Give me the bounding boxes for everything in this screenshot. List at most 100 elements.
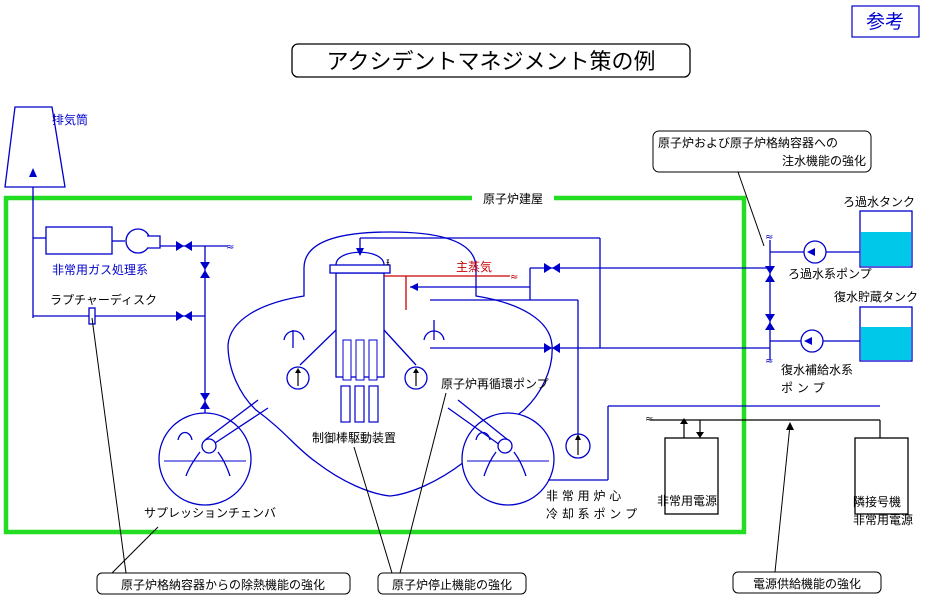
fuel-assembly-2 bbox=[355, 339, 365, 381]
rpv-injection-arrow bbox=[410, 283, 418, 291]
crd-label: 制御棒駆動装置 bbox=[312, 430, 396, 445]
filtered-pump-label: ろ過水系ポンプ bbox=[788, 267, 872, 281]
callout-heat-removal: 原子炉格納容器からの除熱機能の強化 bbox=[121, 577, 325, 592]
rpv-top-arrow bbox=[356, 248, 364, 256]
adjacent-power-label-1: 隣接号機 bbox=[853, 494, 901, 509]
condensate-tank-label: 復水貯蔵タンク bbox=[834, 289, 918, 304]
condensate-water-level bbox=[861, 327, 911, 360]
callout-power-leader bbox=[774, 424, 791, 573]
fuel-assembly-3 bbox=[368, 339, 378, 381]
power-break-mark: ≈ bbox=[645, 414, 653, 425]
adjacent-unit-power-box bbox=[854, 437, 909, 515]
power-arrow-1 bbox=[680, 418, 688, 424]
gas-valve-icon-b bbox=[184, 241, 192, 251]
vent-tube-left bbox=[211, 407, 269, 446]
reference-badge: 参考 bbox=[866, 11, 904, 33]
gas-treatment-label: 非常用ガス処理系 bbox=[52, 263, 148, 277]
gas-treatment-unit bbox=[45, 226, 113, 255]
power-arrow-2 bbox=[696, 432, 704, 438]
vent-valve-2-icon-b bbox=[200, 401, 210, 409]
makeup-pump-label-2: ポ ン プ bbox=[781, 381, 825, 395]
callout-shutdown: 原子炉停止機能の強化 bbox=[392, 577, 512, 592]
downcomer-right bbox=[483, 451, 527, 477]
drywell-spray-left bbox=[283, 330, 305, 341]
reactor-building-label: 原子炉建屋 bbox=[483, 192, 543, 206]
control-rod-drive-1 bbox=[340, 385, 351, 423]
eccs-pump-arrow-head bbox=[575, 434, 581, 440]
callout-heat-removal-leader-2 bbox=[111, 526, 159, 574]
callout-injection-leader bbox=[737, 171, 765, 247]
supply-valve-1-b bbox=[765, 274, 775, 282]
callout-heat-removal-box bbox=[96, 572, 351, 595]
makeup-pump-arrow bbox=[804, 337, 812, 345]
suppression-chamber-right bbox=[461, 412, 555, 506]
callout-power: 電源供給機能の強化 bbox=[753, 576, 861, 591]
rupture-valve-icon bbox=[176, 311, 184, 321]
reactor-building-boundary bbox=[3, 195, 747, 535]
callout-injection-line1: 原子炉および原子炉格納容器への bbox=[658, 135, 838, 150]
exhaust-stack bbox=[4, 106, 66, 188]
reference-badge-box bbox=[851, 5, 920, 38]
spray-left bbox=[177, 431, 193, 441]
callout-heat-removal-leader-1 bbox=[91, 317, 127, 574]
vent-header-left bbox=[201, 438, 217, 454]
page-title: アクシデントマネジメント策の例 bbox=[327, 50, 656, 75]
injection-valve-lower bbox=[544, 343, 552, 353]
spray-right bbox=[475, 431, 491, 441]
eccs-pump-label-1: 非 常 用 炉 心 bbox=[546, 489, 621, 503]
recirc-pipe-left bbox=[299, 329, 337, 366]
external-supply-break-top: ≈ bbox=[765, 232, 773, 243]
gas-valve-icon bbox=[176, 241, 184, 251]
eccs-pump-label-2: 冷 却 系 ポ ン プ bbox=[546, 507, 637, 521]
callout-power-box bbox=[732, 571, 882, 594]
external-supply-break-bottom: ≈ bbox=[765, 356, 773, 367]
vent-header-right bbox=[497, 438, 513, 454]
injection-valve-lower-b bbox=[552, 343, 560, 353]
supply-valve-2 bbox=[765, 314, 775, 322]
vent-valve-1-icon bbox=[200, 262, 210, 270]
injection-valve-upper bbox=[544, 263, 552, 273]
recirc-pipe-right bbox=[383, 329, 417, 366]
vent-tube-right-b bbox=[457, 399, 509, 441]
callout-shutdown-box bbox=[377, 572, 527, 595]
title-box bbox=[291, 43, 691, 78]
vent-tube-left-b bbox=[204, 399, 259, 441]
recirc-pump-right-head bbox=[413, 368, 419, 373]
emergency-power-box bbox=[664, 437, 719, 515]
gas-fan-outlet bbox=[147, 235, 161, 249]
callout-shutdown-leader-2 bbox=[399, 392, 447, 574]
callout-shutdown-leader-1 bbox=[353, 446, 393, 574]
main-steam-break-mark: ≈ bbox=[510, 272, 518, 283]
suppression-chamber-left bbox=[158, 412, 252, 506]
makeup-pump-label-1: 復水補給水系 bbox=[781, 362, 853, 377]
callout-injection-box bbox=[652, 130, 872, 173]
emergency-power-label: 非常用電源 bbox=[657, 494, 717, 508]
srv-mark: ᵻ bbox=[386, 257, 390, 268]
rpv-flange bbox=[329, 264, 391, 274]
downcomer-left bbox=[185, 451, 231, 477]
recirc-pump-label: 原子炉再循環ポンプ bbox=[441, 377, 549, 391]
rupture-disk-label: ラプチャーディスク bbox=[50, 292, 157, 307]
filtered-tank-label: ろ過水タンク bbox=[843, 195, 915, 209]
supply-valve-1 bbox=[765, 266, 775, 274]
adjacent-power-label-2: 非常用電源 bbox=[853, 513, 913, 527]
callout-injection-line2: 注水機能の強化 bbox=[782, 153, 866, 168]
supply-valve-2-b bbox=[765, 322, 775, 330]
gas-break-mark: ≈ bbox=[226, 242, 234, 253]
rupture-disk-icon bbox=[88, 307, 96, 325]
reactor-building-label-bg bbox=[472, 190, 554, 206]
vent-valve-1-icon-b bbox=[200, 270, 210, 278]
recirc-pump-left-head bbox=[295, 368, 301, 373]
control-rod-drive-3 bbox=[368, 385, 379, 423]
fuel-assembly-1 bbox=[342, 339, 352, 381]
injection-valve-upper-b bbox=[552, 263, 560, 273]
stack-label: 排気筒 bbox=[52, 112, 88, 127]
main-steam-label: 主蒸気 bbox=[456, 259, 492, 274]
callout-power-arrow bbox=[786, 422, 794, 430]
vent-tube-right bbox=[447, 407, 501, 446]
vent-valve-2-icon bbox=[200, 393, 210, 401]
rupture-valve-icon-b bbox=[184, 311, 192, 321]
filtered-water-level bbox=[861, 232, 911, 266]
stack-flow-arrow bbox=[29, 168, 37, 177]
